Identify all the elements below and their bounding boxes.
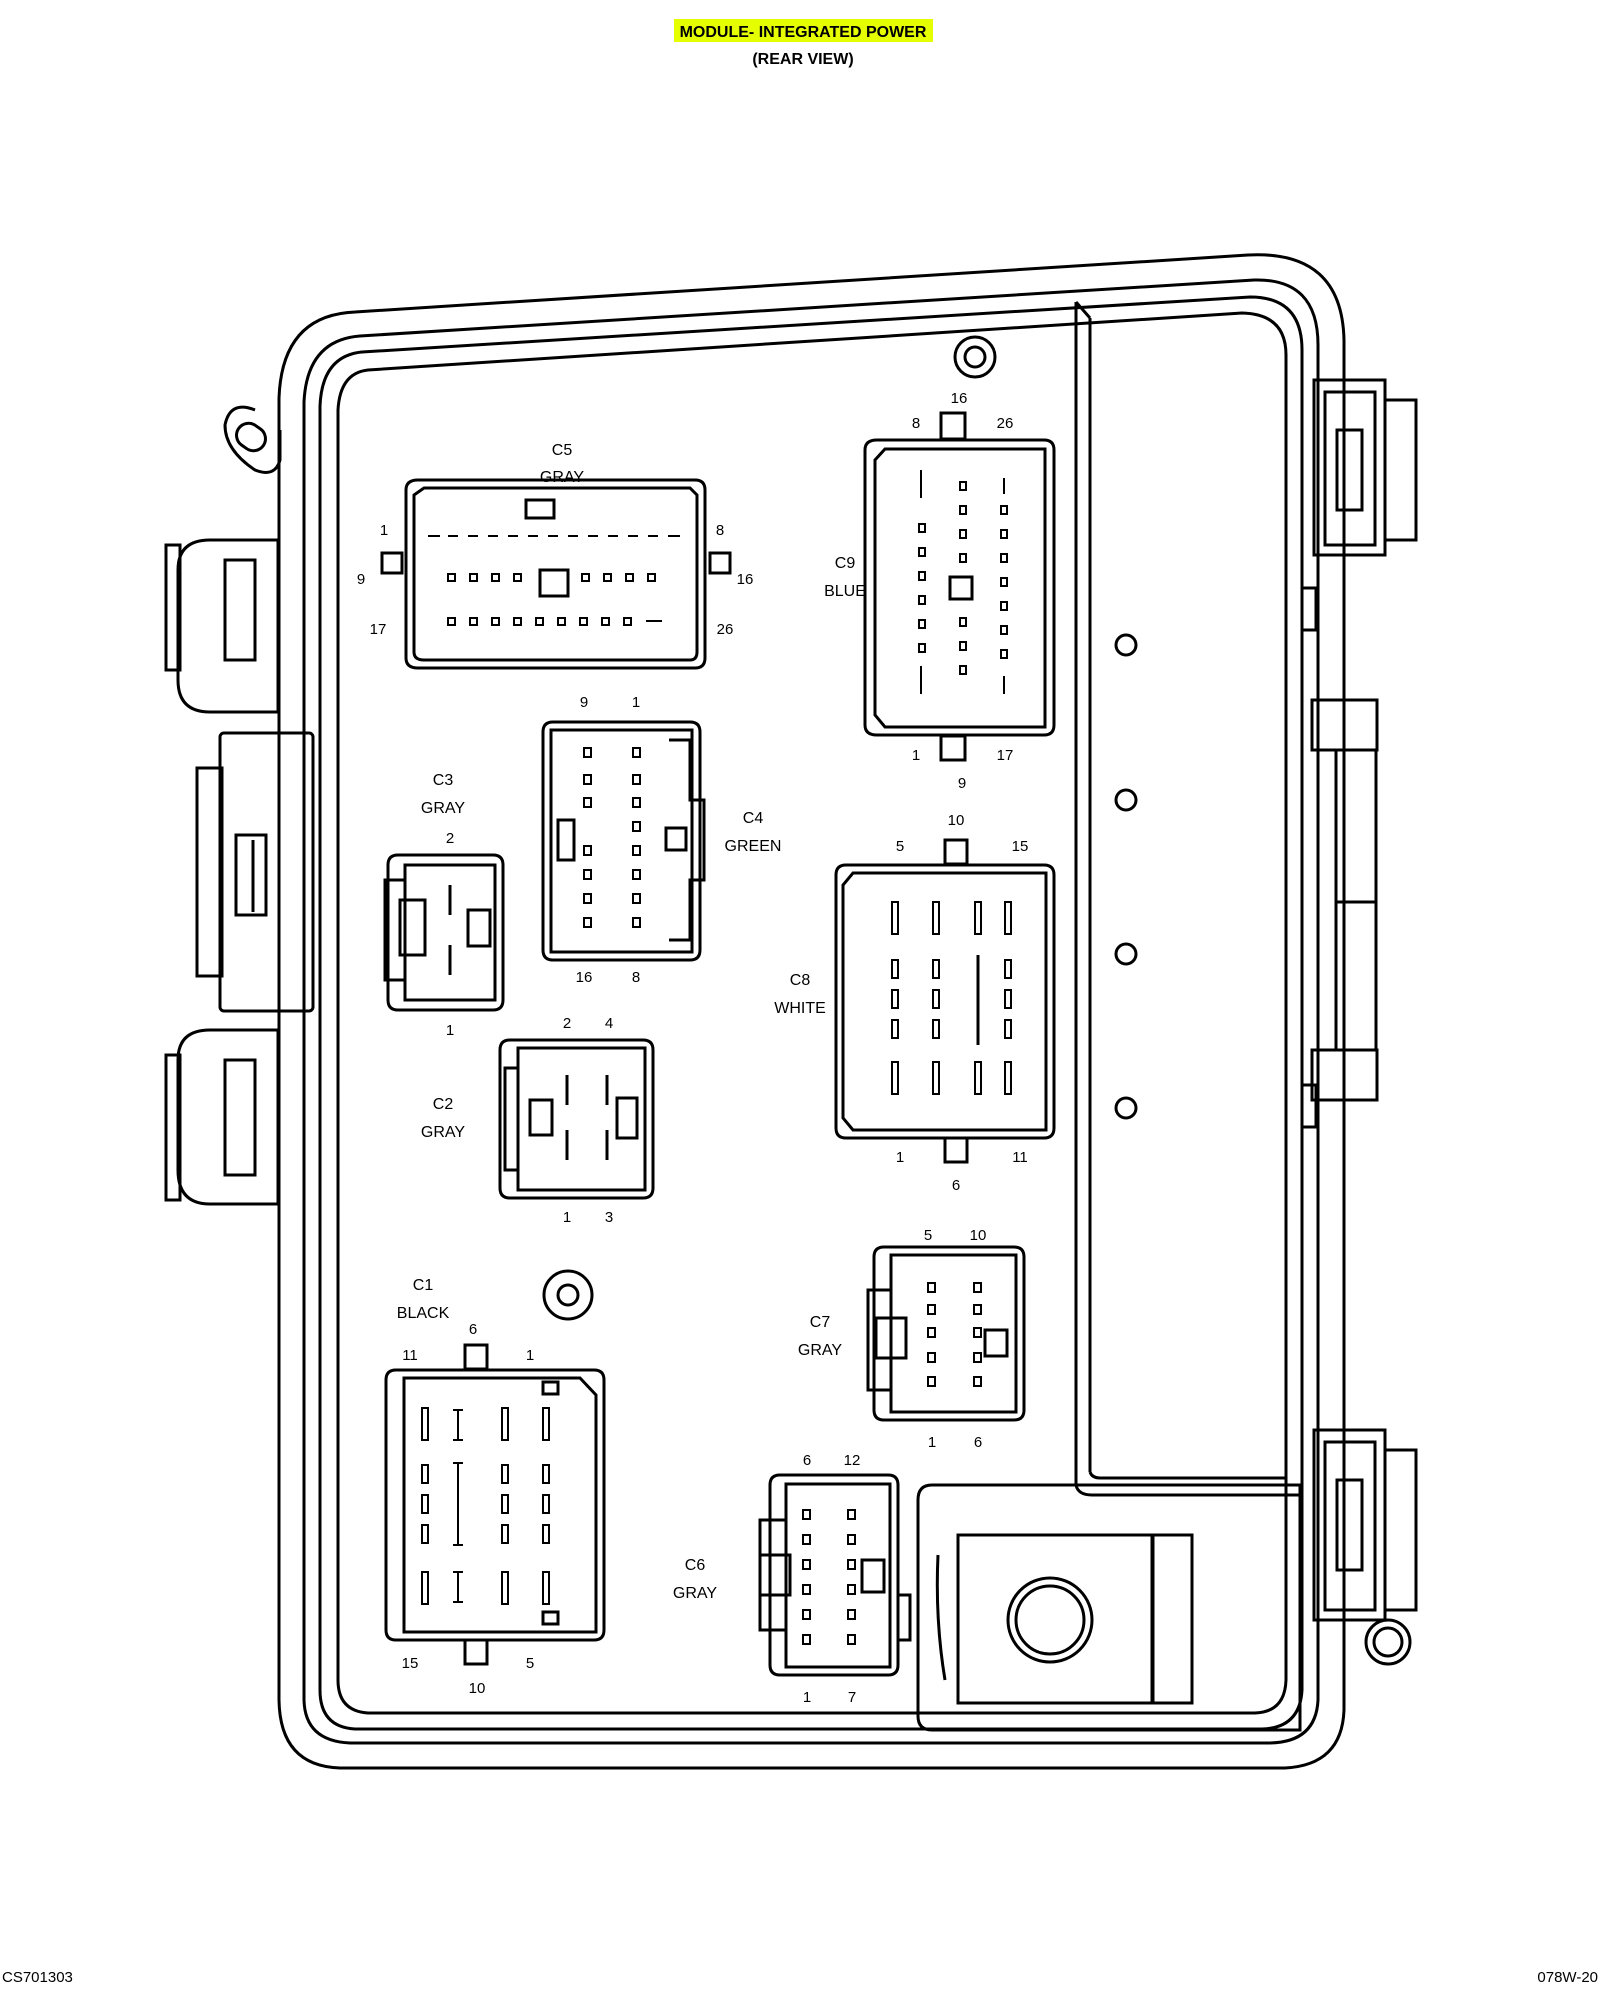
c5-pin-grid <box>428 535 680 626</box>
c2-pin-4: 4 <box>605 1015 613 1032</box>
c9-pin-17: 17 <box>997 747 1014 764</box>
c4-color: GREEN <box>725 838 782 855</box>
c1-color: BLACK <box>397 1305 450 1322</box>
diagram-title: MODULE- INTEGRATED POWER <box>680 24 927 41</box>
c7-pin-1: 1 <box>928 1434 936 1451</box>
c7-pin-5: 5 <box>924 1227 932 1244</box>
c5-color: GRAY <box>540 469 584 486</box>
connector-c3 <box>383 853 505 1012</box>
c8-pin-1: 1 <box>896 1149 904 1166</box>
c2-pin-1: 1 <box>563 1209 571 1226</box>
c9-pin-16: 16 <box>951 390 968 407</box>
c6-pin-grid <box>802 1509 856 1645</box>
c6-pin-12: 12 <box>844 1452 861 1469</box>
c8-pin-10: 10 <box>948 812 965 829</box>
c8-pin-grid <box>891 901 1012 1095</box>
connector-c4 <box>541 720 706 962</box>
c9-pin-9: 9 <box>958 775 966 792</box>
c4-pin-16: 16 <box>576 969 593 986</box>
c4-pin-1: 1 <box>632 694 640 711</box>
c4-pin-grid <box>583 747 641 928</box>
c1-pin-11: 11 <box>402 1347 418 1364</box>
connector-c5 <box>380 478 732 670</box>
connector-c7 <box>866 1245 1026 1422</box>
c9-pin-26: 26 <box>997 415 1014 432</box>
c7-pin-6: 6 <box>974 1434 982 1451</box>
diagram-subtitle: (REAR VIEW) <box>752 51 853 68</box>
connector-c6 <box>758 1473 912 1677</box>
c5-name: C5 <box>552 442 573 459</box>
c6-pin-1: 1 <box>803 1689 811 1706</box>
c5-pin-9: 9 <box>357 571 365 588</box>
c8-pin-6: 6 <box>952 1177 960 1194</box>
c7-pin-10: 10 <box>970 1227 987 1244</box>
c4-name: C4 <box>743 810 764 827</box>
c8-name: C8 <box>790 972 811 989</box>
c5-pin-17: 17 <box>370 621 387 638</box>
c9-pin-8: 8 <box>912 415 920 432</box>
c7-pin-grid <box>927 1282 982 1387</box>
connector-c1 <box>384 1343 606 1666</box>
c6-color: GRAY <box>673 1585 717 1602</box>
c4-pin-8: 8 <box>632 969 640 986</box>
c8-pin-5: 5 <box>896 838 904 855</box>
c8-pin-11: 11 <box>1012 1149 1028 1166</box>
c5-pin-26: 26 <box>717 621 734 638</box>
c2-color: GRAY <box>421 1124 465 1141</box>
c6-pin-7: 7 <box>848 1689 856 1706</box>
c1-pin-10: 10 <box>469 1680 486 1697</box>
c2-pin-3: 3 <box>605 1209 613 1226</box>
c1-pin-grid <box>421 1407 550 1605</box>
c1-pin-6: 6 <box>469 1321 477 1338</box>
c7-color: GRAY <box>798 1342 842 1359</box>
c5-pin-8: 8 <box>716 522 724 539</box>
connector-c8 <box>834 838 1056 1164</box>
c3-color: GRAY <box>421 800 465 817</box>
connector-c9 <box>863 411 1056 762</box>
c1-pin-1: 1 <box>526 1347 534 1364</box>
c2-pin-2: 2 <box>563 1015 571 1032</box>
c3-pin-2: 2 <box>446 830 454 847</box>
c8-pin-15: 15 <box>1012 838 1029 855</box>
title-highlight <box>674 19 933 42</box>
c6-pin-6: 6 <box>803 1452 811 1469</box>
c5-pin-16: 16 <box>737 571 754 588</box>
c9-pin-1: 1 <box>912 747 920 764</box>
c1-pin-15: 15 <box>402 1655 419 1672</box>
c8-color: WHITE <box>774 1000 826 1017</box>
module-housing <box>164 253 1418 1770</box>
c6-name: C6 <box>685 1557 706 1574</box>
c3-name: C3 <box>433 772 454 789</box>
connector-c2 <box>498 1038 655 1200</box>
footer-left-code: CS701303 <box>2 1969 73 1986</box>
c9-name: C9 <box>835 555 856 572</box>
c9-color: BLUE <box>824 583 866 600</box>
c2-name: C2 <box>433 1096 454 1113</box>
c4-pin-9: 9 <box>580 694 588 711</box>
c7-name: C7 <box>810 1314 831 1331</box>
c9-pin-grid <box>918 470 1008 694</box>
c3-pin-1: 1 <box>446 1022 454 1039</box>
c1-pin-5: 5 <box>526 1655 534 1672</box>
footer-right-code: 078W-20 <box>1537 1969 1598 1986</box>
c1-name: C1 <box>413 1277 434 1294</box>
c5-pin-1: 1 <box>380 522 388 539</box>
